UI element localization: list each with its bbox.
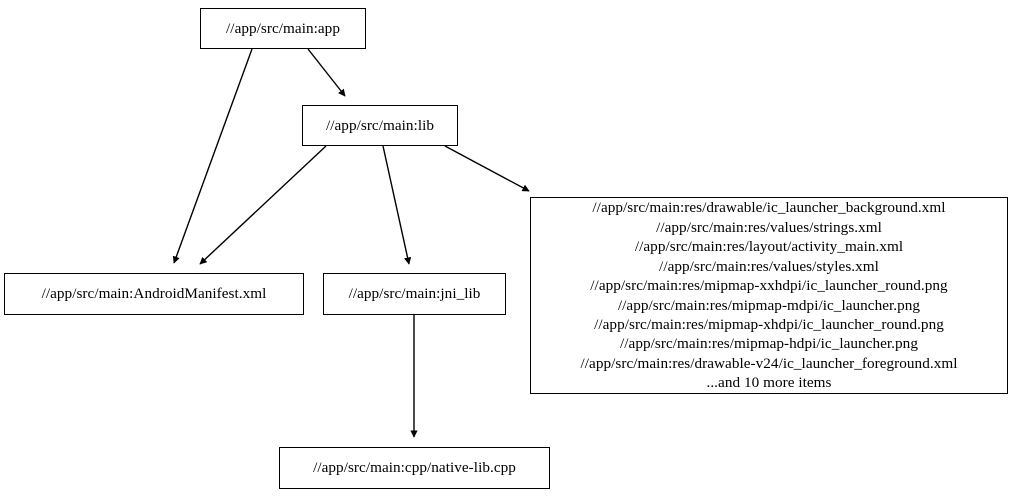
node-native-lib-cpp[interactable]: //app/src/main:cpp/native-lib.cpp (279, 447, 550, 489)
node-app[interactable]: //app/src/main:app (200, 8, 366, 49)
node-resources-group-label: //app/src/main:res/drawable/ic_launcher_… (580, 199, 958, 392)
node-android-manifest[interactable]: //app/src/main:AndroidManifest.xml (4, 273, 304, 315)
edge-app-to-lib (307, 48, 346, 97)
node-lib-label: //app/src/main:lib (325, 116, 435, 134)
edge-lib-to-resources (444, 145, 530, 192)
node-jni-lib-label: //app/src/main:jni_lib (348, 285, 481, 303)
edge-app-to-manifest (172, 48, 253, 264)
node-jni-lib[interactable]: //app/src/main:jni_lib (323, 273, 506, 315)
node-lib[interactable]: //app/src/main:lib (302, 105, 458, 146)
edge-lib-to-jni-lib (382, 145, 412, 265)
node-android-manifest-label: //app/src/main:AndroidManifest.xml (41, 285, 267, 303)
edge-lib-to-manifest (199, 145, 327, 265)
node-app-label: //app/src/main:app (226, 19, 340, 37)
node-native-lib-cpp-label: //app/src/main:cpp/native-lib.cpp (313, 459, 516, 477)
node-resources-group[interactable]: //app/src/main:res/drawable/ic_launcher_… (530, 197, 1008, 394)
